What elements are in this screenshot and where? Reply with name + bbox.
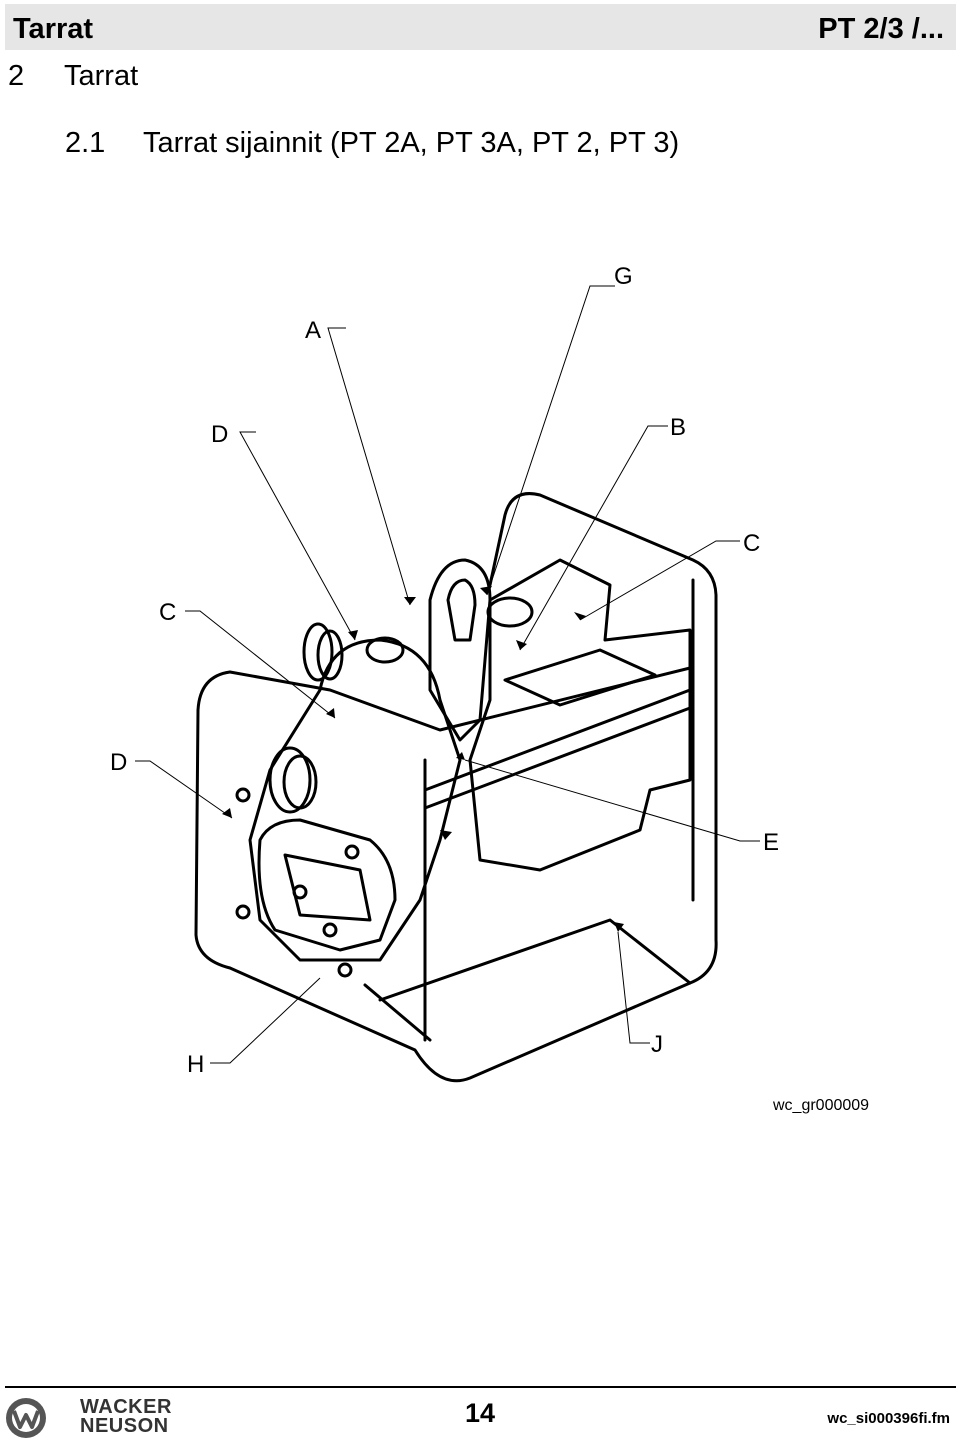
leader-lines bbox=[135, 285, 760, 1064]
frame-top-bar-edge bbox=[423, 706, 692, 810]
footer-rule bbox=[5, 1386, 956, 1388]
leader-e bbox=[464, 759, 760, 842]
leader-b bbox=[519, 425, 668, 651]
subsection-number: 2.1 bbox=[65, 127, 106, 159]
section-heading: 2 Tarrat bbox=[8, 60, 138, 93]
suction-port-inner bbox=[316, 629, 344, 681]
leader-arrowheads bbox=[222, 586, 624, 932]
frame-bottom-rail-2 bbox=[363, 983, 432, 1042]
leader-j bbox=[617, 931, 650, 1044]
pump-drawing bbox=[194, 492, 718, 1083]
discharge-port-inner bbox=[282, 754, 318, 810]
engine-top bbox=[503, 648, 657, 707]
filler-cap bbox=[365, 636, 405, 664]
callout-d-top: D bbox=[211, 421, 228, 448]
header-reference: PT 2/3 /... bbox=[818, 13, 944, 45]
leader-d-top bbox=[239, 431, 356, 641]
callout-c-left: C bbox=[159, 599, 176, 626]
subsection-heading: 2.1 Tarrat sijainnit (PT 2A, PT 3A, PT 2,… bbox=[65, 127, 679, 160]
header-title: Tarrat bbox=[13, 13, 94, 45]
leader-g bbox=[486, 285, 615, 596]
leader-h bbox=[210, 977, 321, 1064]
callout-a: A bbox=[305, 317, 321, 344]
callout-c-right: C bbox=[743, 530, 760, 557]
wacker-neuson-logo-wordmark: WACKER NEUSON bbox=[80, 1396, 172, 1437]
pump-housing bbox=[248, 638, 462, 962]
pump-cover bbox=[257, 818, 397, 952]
figure-id: wc_gr000009 bbox=[772, 1097, 869, 1114]
fuel-cap bbox=[486, 596, 534, 628]
frame-rear-rail bbox=[228, 666, 692, 732]
callout-d-left: D bbox=[110, 749, 127, 776]
lifting-handle bbox=[428, 558, 492, 742]
section-title: Tarrat bbox=[64, 60, 139, 92]
callout-j: J bbox=[651, 1031, 663, 1058]
pump-label-locations-figure: G A D B C C D E H J wc_gr000009 bbox=[110, 263, 869, 1114]
leader-c-right bbox=[579, 540, 740, 621]
lifting-handle-hole bbox=[446, 578, 477, 642]
source-file-name: wc_si000396fi.fm bbox=[827, 1410, 950, 1427]
callout-h: H bbox=[187, 1051, 204, 1078]
frame-top-bar bbox=[423, 688, 692, 792]
leader-c-left bbox=[185, 610, 336, 719]
leader-a bbox=[327, 327, 411, 606]
discharge-port-outer bbox=[268, 746, 312, 814]
page-number: 14 bbox=[464, 1398, 496, 1428]
callout-e: E bbox=[763, 829, 779, 856]
leader-d-left bbox=[135, 760, 233, 819]
frame-front-loop bbox=[194, 492, 718, 1083]
section-number: 2 bbox=[8, 60, 25, 92]
frame-bottom-rail bbox=[378, 918, 692, 1002]
subsection-title: Tarrat sijainnit (PT 2A, PT 3A, PT 2, PT… bbox=[143, 127, 680, 159]
page-header: Tarrat PT 2/3 /... bbox=[5, 4, 956, 50]
callout-g: G bbox=[614, 263, 633, 290]
suction-port-outer bbox=[302, 622, 334, 682]
wacker-neuson-logo-icon bbox=[6, 1398, 46, 1438]
callout-b: B bbox=[670, 414, 686, 441]
cover-clamps bbox=[235, 787, 360, 978]
engine-body bbox=[468, 558, 692, 872]
